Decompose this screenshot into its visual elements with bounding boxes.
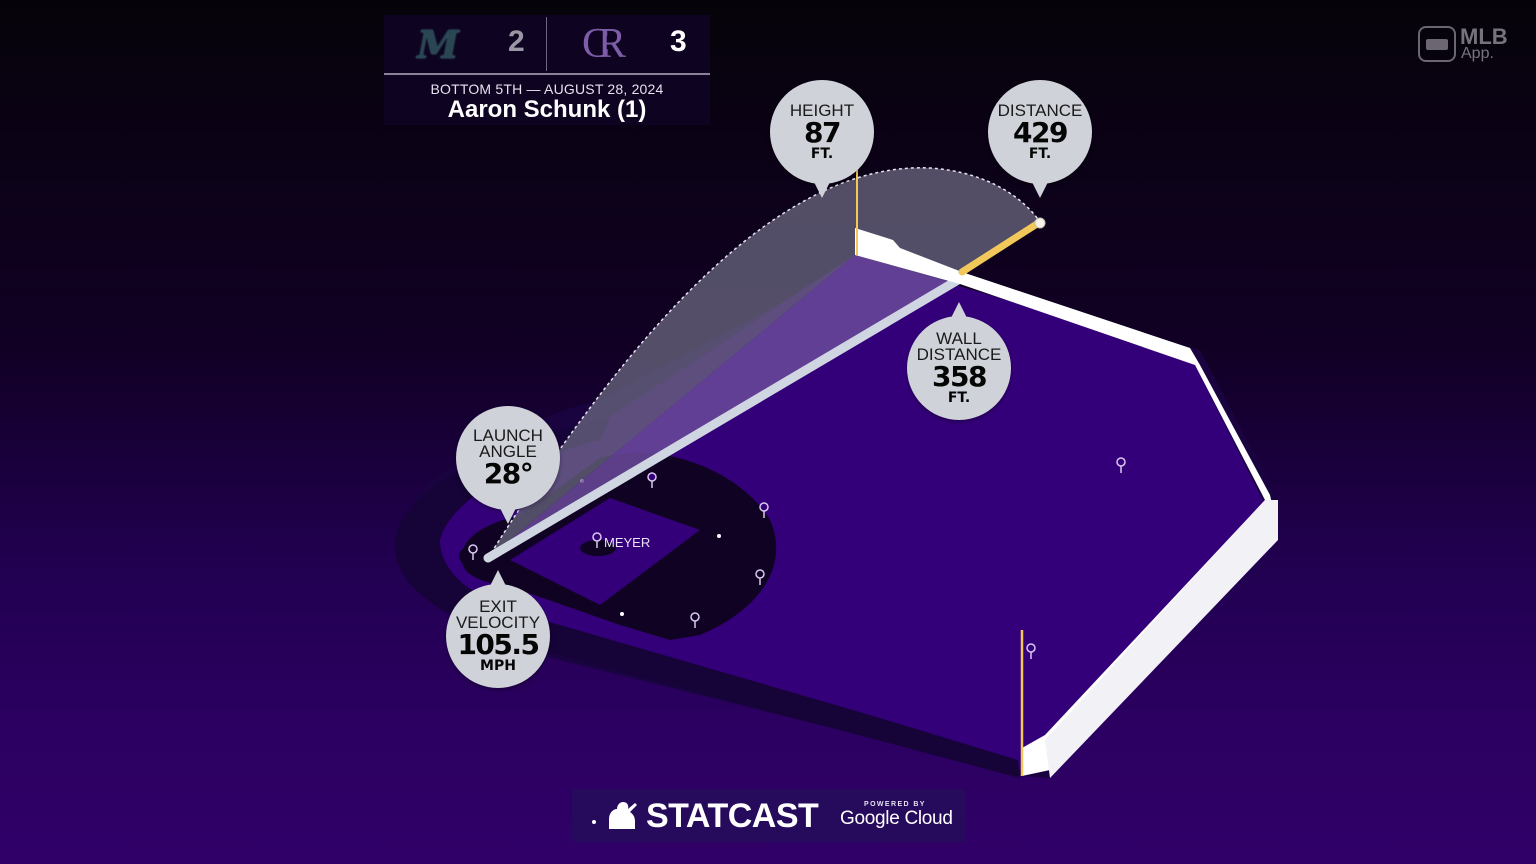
statcast-banner: STATCAST POWERED BY Google Cloud	[572, 789, 966, 842]
mlb-app-watermark: MLB App.	[1418, 24, 1518, 64]
batter-name: Aaron Schunk (1)	[447, 96, 647, 123]
distance-value: 429	[1013, 116, 1068, 149]
home-run-path	[958, 218, 1044, 276]
fielder-marker-center	[1116, 457, 1126, 473]
ball-trajectory-shadow	[488, 255, 958, 558]
mlb-batter-logo-icon	[609, 802, 637, 829]
wall-distance-callout: WALL DISTANCE 358 FT.	[907, 316, 1011, 420]
wall-distance-unit: FT.	[947, 390, 971, 406]
powered-by-label: POWERED BY	[864, 801, 926, 808]
bullet-dot	[592, 820, 596, 824]
game-info: BOTTOM 5TH — AUGUST 28, 2024	[430, 81, 664, 97]
fielder-markers	[468, 457, 1126, 659]
landing-point	[1034, 217, 1046, 229]
outfield-grass	[429, 255, 1265, 770]
launch-angle-value: 28°	[483, 457, 534, 490]
fielder-marker-firstline	[690, 612, 700, 628]
height-callout: HEIGHT 87 FT.	[770, 80, 874, 184]
first-base	[620, 612, 624, 616]
scoreboard-divider	[384, 73, 710, 75]
fielder-marker-second	[759, 502, 769, 518]
mlb-logo-icon	[1418, 26, 1456, 62]
ball-ground-path	[483, 275, 963, 563]
google-cloud-label: Google Cloud	[840, 808, 953, 829]
launch-angle-callout: LAUNCH ANGLE 28°	[456, 406, 560, 510]
fielder-marker-shortstop	[647, 472, 657, 488]
second-base	[717, 534, 721, 538]
ball-trajectory-arc	[488, 167, 1040, 558]
launch-angle-label-2: ANGLE	[479, 442, 537, 461]
fielder-marker-right	[1026, 643, 1036, 659]
wall-distance-value: 358	[932, 360, 987, 393]
fielder-marker-first	[755, 569, 765, 585]
foul-band	[395, 418, 1020, 778]
fielder-marker-catcher	[468, 544, 478, 560]
launch-angle-label-1: LAUNCH	[473, 426, 543, 445]
exit-velocity-value: 105.5	[457, 628, 540, 661]
mlb-app-line2: App.	[1461, 45, 1494, 62]
rockies-logo-icon: CR	[581, 21, 626, 67]
pitchers-mound	[580, 540, 616, 556]
wall-distance-label-1: WALL	[936, 329, 982, 348]
outfield-wall-face	[1045, 500, 1278, 778]
away-team-score: 2	[508, 25, 525, 58]
scoreboard: M 2 CR 3 BOTTOM 5TH — AUGUST 28, 2024 Aa…	[384, 15, 710, 125]
height-value: 87	[804, 116, 841, 149]
exit-velocity-callout: EXIT VELOCITY 105.5 MPH	[446, 584, 550, 688]
exit-velocity-label-2: VELOCITY	[455, 613, 541, 632]
height-unit: FT.	[810, 146, 834, 162]
statcast-wordmark: STATCAST	[646, 797, 819, 835]
mlb-app-line1: MLB	[1460, 24, 1508, 49]
distance-label: DISTANCE	[997, 101, 1083, 120]
wall-distance-label-2: DISTANCE	[916, 345, 1002, 364]
score-row: M 2 CR 3	[384, 15, 710, 73]
distance-callout: DISTANCE 429 FT.	[988, 80, 1092, 184]
exit-velocity-label-1: EXIT	[479, 597, 517, 616]
height-label: HEIGHT	[789, 101, 855, 120]
distance-unit: FT.	[1028, 146, 1052, 162]
score-divider	[546, 17, 547, 71]
marlins-logo-icon: M	[416, 21, 460, 67]
exit-velocity-unit: MPH	[480, 658, 516, 674]
fielder-label: MEYER	[604, 535, 651, 550]
fielder-marker-pitcher	[592, 532, 602, 548]
home-team-score: 3	[670, 25, 687, 58]
